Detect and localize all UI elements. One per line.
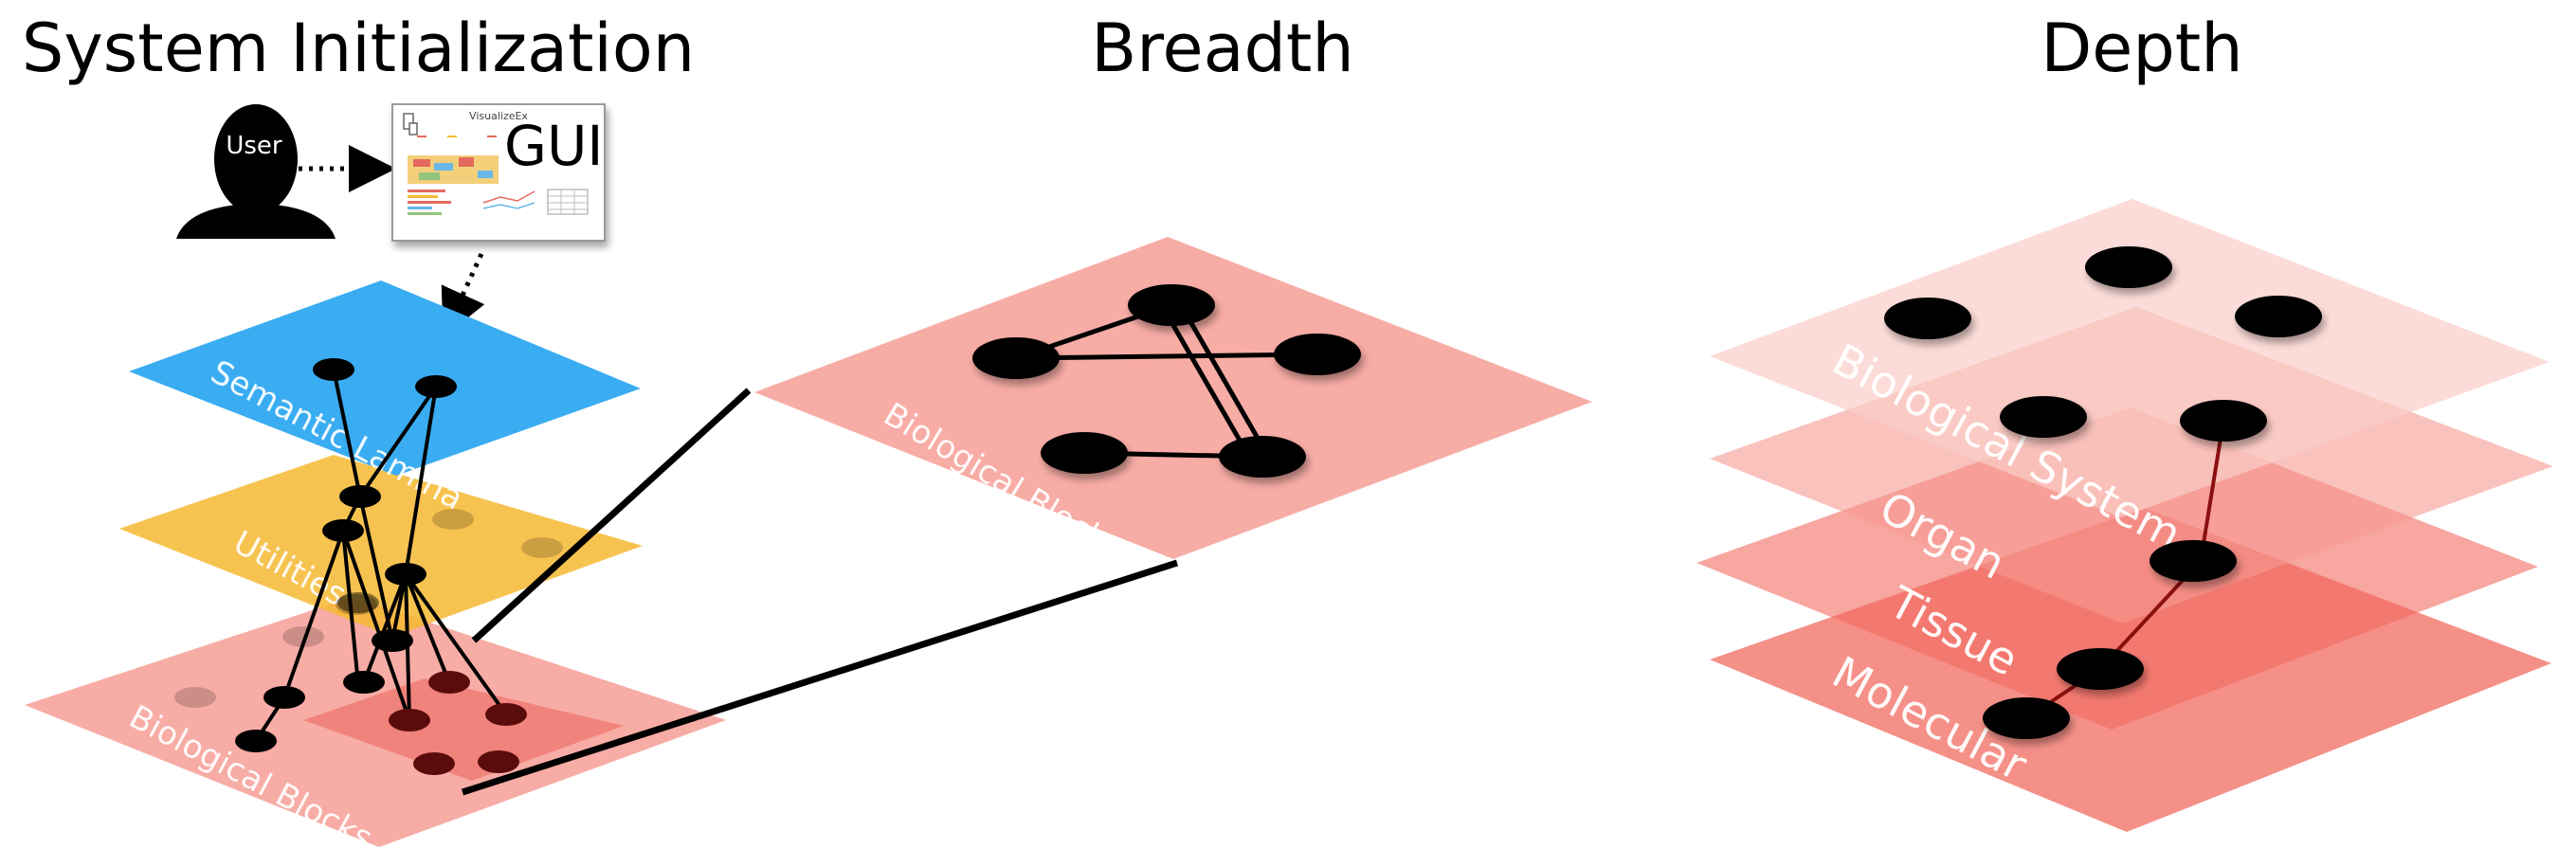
utility-node: [322, 519, 364, 542]
faint-node: [521, 537, 563, 558]
depth-nodes: [1884, 246, 2322, 739]
biological-node: [413, 752, 455, 775]
device-icon: [403, 113, 414, 130]
biological-node: [372, 629, 413, 652]
user-icon: User: [176, 104, 336, 239]
biological-node: [428, 671, 470, 694]
utilities-plane: [119, 455, 643, 637]
gui-thumbnail-title: VisualizeEx: [469, 110, 528, 122]
biological-node: [235, 730, 277, 752]
gui-label: GUI: [504, 114, 604, 178]
breadth-node: [1274, 334, 1361, 375]
depth-node: [1983, 697, 2070, 739]
semantic-node: [313, 358, 354, 381]
biological-node: [485, 703, 527, 726]
zoom-line-lower: [461, 559, 1179, 796]
system-init-nodes: [235, 358, 527, 775]
depth-layer-biological-system: [1710, 199, 2549, 517]
breadth-node: [1041, 432, 1128, 474]
system-init-connections: [254, 369, 508, 743]
heading-breadth: Breadth: [1091, 9, 1353, 87]
heading-depth: Depth: [2041, 9, 2242, 87]
depth-node: [2057, 648, 2144, 690]
breadth-nodes: [972, 284, 1361, 478]
biological-node: [389, 709, 430, 732]
utility-node: [337, 592, 379, 613]
system-initialization-panel: User VisualizeEx: [25, 103, 1179, 858]
user-label: User: [226, 132, 282, 160]
breadth-node: [972, 337, 1060, 379]
faint-node: [174, 687, 216, 708]
utility-node: [339, 485, 381, 508]
depth-connection: [2024, 420, 2225, 720]
biological-node: [263, 686, 305, 709]
utility-node: [385, 563, 426, 586]
gui-to-semantic-arrow: [441, 252, 485, 338]
depth-node: [2180, 400, 2267, 442]
gui-thumbnail: VisualizeEx: [391, 103, 606, 242]
breadth-panel: Biological Blocks: [754, 237, 1592, 567]
biological-blocks-subregion: [303, 678, 624, 781]
zoom-line-upper: [471, 388, 752, 643]
depth-node: [2150, 540, 2237, 582]
breadth-plane: [754, 237, 1592, 559]
breadth-node: [1219, 436, 1306, 478]
biological-node: [478, 750, 519, 773]
semantic-lamina-plane: [129, 280, 641, 476]
faint-node: [432, 509, 474, 530]
biological-node: [343, 671, 385, 694]
depth-node: [2235, 296, 2322, 337]
device-icon-small: [408, 122, 418, 135]
depth-node: [2000, 396, 2087, 438]
heading-system-initialization: System Initialization: [22, 9, 695, 87]
breadth-node: [1128, 284, 1215, 326]
depth-node: [2085, 246, 2172, 288]
semantic-node: [415, 375, 457, 398]
faint-node: [282, 626, 324, 647]
depth-panel: Biological System Organ Tissue Molecular: [1696, 199, 2553, 832]
depth-node: [1884, 298, 1971, 339]
